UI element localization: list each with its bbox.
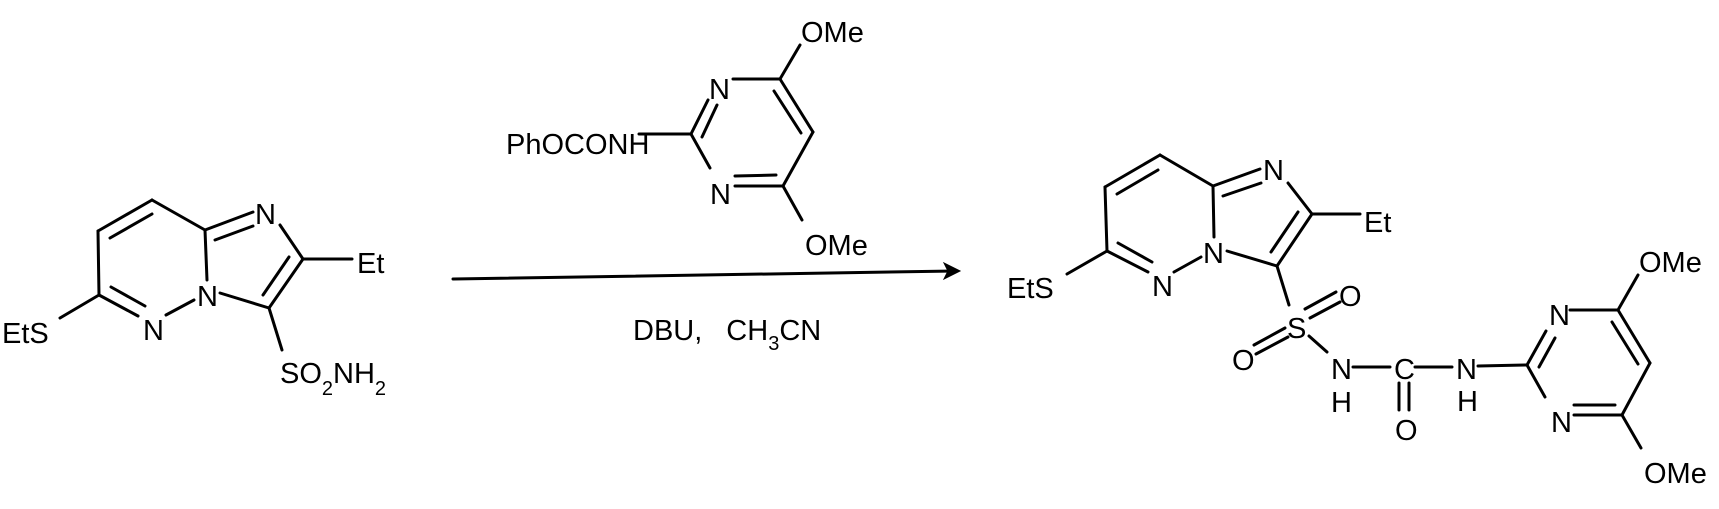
methoxy-bottom-label: OMe: [805, 230, 868, 262]
imidazole-n-label: N: [255, 199, 276, 231]
product-bonds: [1065, 153, 1652, 450]
reagent-bonds: [637, 43, 815, 222]
bridgehead-n-label: N: [197, 281, 218, 313]
ethyl-label: Et: [357, 248, 384, 280]
methoxy-top-label: OMe: [801, 17, 864, 49]
base-label: DBU,: [633, 315, 702, 347]
solvent-label: CH: [726, 315, 768, 347]
reagent: PhOCONH N N OMe OMe: [506, 17, 868, 262]
product-ethyl-label: Et: [1364, 207, 1391, 239]
product-bridgehead-n-label: N: [1203, 238, 1224, 270]
urea-nh1-n-label: N: [1331, 354, 1352, 386]
product-pyridazine-n-label: N: [1152, 271, 1173, 303]
product-methoxy-top-label: OMe: [1639, 247, 1702, 279]
product-pyrimidine-n-bottom-label: N: [1551, 407, 1572, 439]
sulfonyl-o-upper-label: O: [1339, 281, 1362, 313]
phenoxycarbonylamino-label: PhOCONH: [506, 129, 649, 161]
product-imidazole-n-label: N: [1263, 155, 1284, 187]
urea-c-label: C: [1394, 354, 1415, 386]
product-methoxy-bottom-label: OMe: [1644, 458, 1707, 490]
product: EtS N N N Et S O O N H C O N H N N OMe O…: [1007, 153, 1707, 490]
arrowhead-icon: [942, 261, 962, 281]
urea-carbonyl-o-label: O: [1395, 415, 1418, 447]
sulfonyl-s-label: S: [1287, 313, 1306, 345]
pyridazine-n-label: N: [143, 315, 164, 347]
ets-label: EtS: [2, 318, 49, 350]
urea-nh1-h-label: H: [1331, 387, 1352, 419]
urea-nh2-h-label: H: [1457, 386, 1478, 418]
conditions-label: DBU,CH3CN: [633, 315, 821, 355]
starting-material: EtS N N N Et SO2NH2: [2, 198, 386, 400]
pyrimidine-n-bottom-label: N: [710, 179, 731, 211]
sulfonamide-label: SO2NH2: [280, 358, 386, 400]
pyrimidine-n-top-label: N: [709, 74, 730, 106]
starting-material-bonds: [58, 198, 354, 352]
product-pyrimidine-n-top-label: N: [1549, 300, 1570, 332]
product-ets-label: EtS: [1007, 273, 1054, 305]
reaction-arrow: [451, 261, 962, 281]
sulfonyl-o-lower-label: O: [1232, 345, 1255, 377]
urea-nh2-n-label: N: [1456, 354, 1477, 386]
